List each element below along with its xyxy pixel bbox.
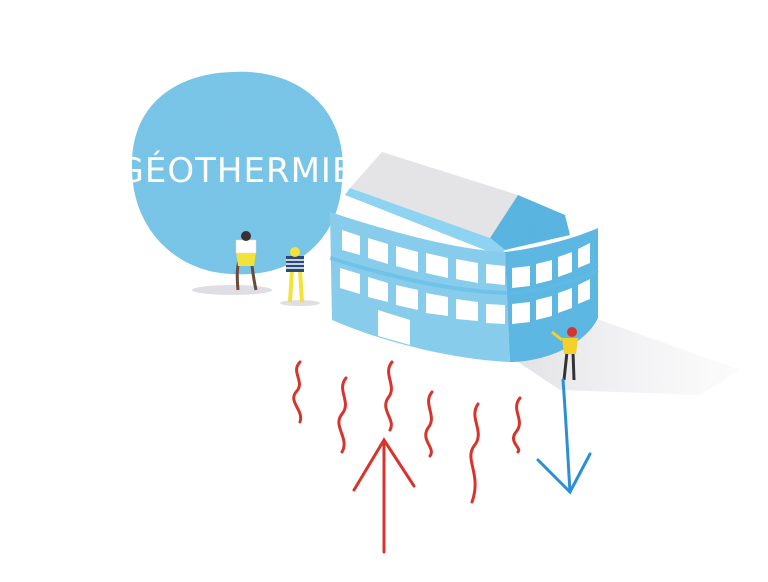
up-arrow-icon [352, 437, 416, 554]
building [329, 152, 599, 362]
person-striped-shirt [286, 247, 304, 303]
bubble-label: GÉOTHERMIE [118, 150, 355, 191]
wavy-heat-line-icon [469, 402, 480, 504]
building-windows [340, 230, 590, 345]
heat-waves [292, 360, 522, 504]
person-woman-white-top [235, 231, 258, 291]
person-yellow-pushing [551, 327, 578, 381]
wavy-heat-line-icon [512, 396, 522, 454]
wavy-heat-line-icon [424, 390, 434, 458]
wavy-heat-line-icon [337, 376, 348, 454]
down-arrow-icon [536, 378, 592, 495]
wavy-heat-line-icon [292, 360, 303, 424]
wavy-heat-line-icon [384, 360, 394, 432]
geothermie-bubble: GÉOTHERMIE [118, 71, 355, 275]
